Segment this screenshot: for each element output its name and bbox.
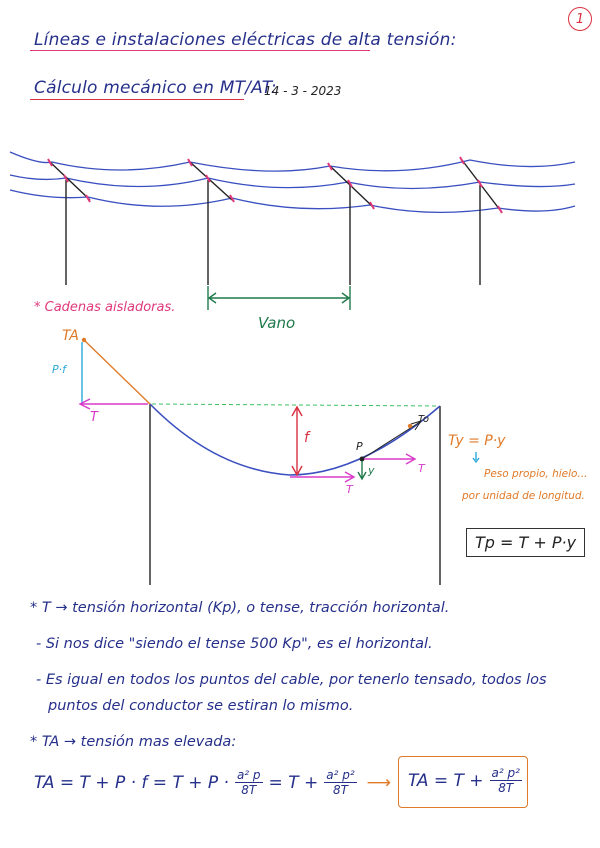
span-label: Vano [258, 314, 296, 332]
fraction-1: a² p 8T [234, 768, 263, 797]
note-line-4: * TA → tensión mas elevada: [30, 734, 237, 750]
formula-mid: = T + [268, 772, 319, 793]
catenary-diagram [78, 337, 480, 585]
ta-vector [83, 339, 151, 405]
wire-middle [9, 174, 576, 190]
t-label-bottom: T [346, 483, 353, 496]
t-label-right: T [418, 462, 425, 475]
ta-formula: TA = T + P · f = T + P · a² p 8T = T + a… [34, 768, 395, 797]
final-formula-lhs: TA = T + [408, 770, 484, 791]
fraction-1-den: 8T [241, 783, 257, 797]
wire-top [9, 151, 576, 172]
section-underline [30, 99, 244, 100]
formula-lhs: TA = T + P · f = T + P · [34, 772, 229, 793]
page-title: Líneas e instalaciones eléctricas de alt… [34, 30, 457, 50]
final-formula: TA = T + a² p² 8T [408, 766, 522, 795]
p-label: P [356, 440, 363, 453]
arrow: ⟶ [366, 772, 392, 793]
note-line-3a: - Es igual en todos los puntos del cable… [36, 672, 547, 688]
fraction-2-num: a² p² [324, 768, 357, 783]
f-label: f [304, 430, 309, 446]
cable-curve [149, 403, 441, 476]
fraction-3-den: 8T [498, 781, 514, 795]
fraction-2-den: 8T [332, 783, 348, 797]
note-line-1: * T → tensión horizontal (Kp), o tense, … [30, 600, 450, 616]
insulators-note: * Cadenas aisladoras. [34, 300, 176, 315]
final-formula-box [398, 756, 528, 808]
to-label: To [418, 414, 429, 425]
tp-box: Tp = T + P·y [466, 528, 586, 557]
title-underline [30, 50, 370, 51]
weight-note-1: Peso propio, hielo... [484, 468, 588, 480]
t-label-left: T [90, 410, 98, 425]
note-line-2: - Si nos dice "siendo el tense 500 Kp", … [36, 636, 433, 652]
fraction-1-num: a² p [234, 768, 263, 783]
wire-bottom [9, 189, 576, 213]
ty-formula: Ty = P·y [448, 433, 506, 449]
fraction-3-num: a² p² [489, 766, 522, 781]
power-line-diagram [9, 151, 576, 310]
note-line-3b: puntos del conductor se estiran lo mismo… [48, 698, 354, 714]
y-label: y [368, 464, 375, 477]
level-line [151, 403, 439, 407]
fraction-2: a² p² 8T [324, 768, 357, 797]
ta-label: TA [62, 328, 79, 344]
date: 14 - 3 - 2023 [264, 84, 342, 98]
page-number: 1 [575, 11, 585, 27]
fraction-3: a² p² 8T [489, 766, 522, 795]
weight-note-2: por unidad de longitud. [462, 490, 585, 502]
page-number-circle: 1 [568, 7, 592, 31]
pf-label: P·f [52, 363, 67, 376]
section-title: Cálculo mecánico en MT/AT: [34, 78, 277, 98]
